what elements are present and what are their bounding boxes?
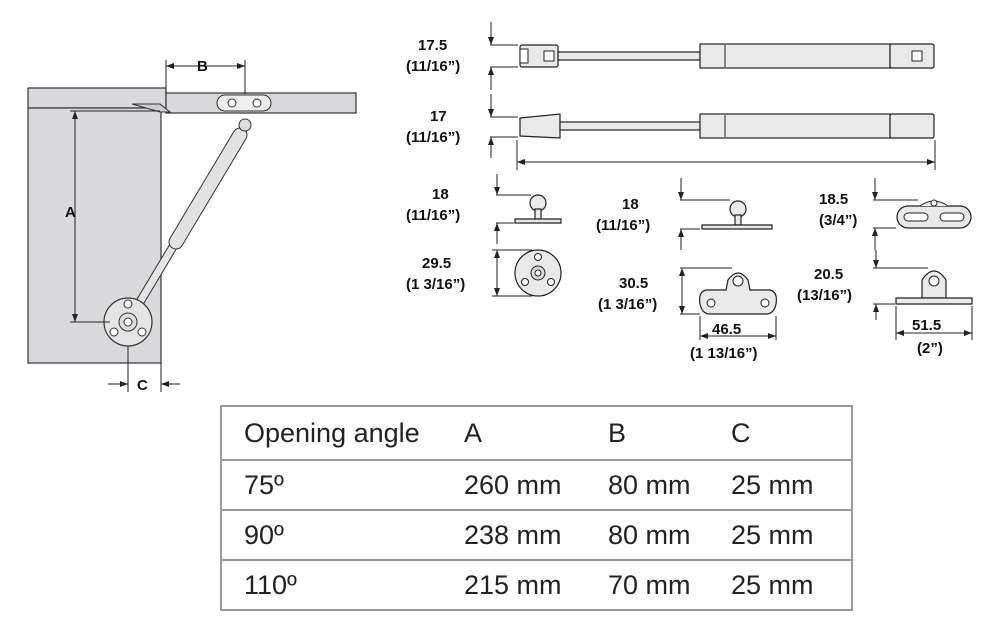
side-gas-strut: [123, 123, 249, 327]
bracket-slotted: 18.5 (3/4”) 20.5 (13/16”) 51.5 (2”): [797, 178, 973, 357]
flap-mounting-bracket: [216, 94, 272, 132]
gas-strut-long: 17.5 (11/16”): [406, 22, 935, 90]
ball-stud-round: 18 (11/16”) 29.5 (1 3/16”): [406, 174, 562, 297]
round-stud-diameter-mm: 29.5: [422, 255, 451, 272]
strut-short-end-mm: 17: [430, 108, 447, 125]
side-mounting-plate: [103, 297, 153, 347]
strut-long-end-mm: 17.5: [418, 37, 447, 54]
cell-c: 25 mm: [709, 509, 852, 560]
plate-stud-height-in: (11/16”): [596, 217, 650, 234]
cell-a: 215 mm: [442, 559, 586, 610]
dimension-b: B: [165, 58, 246, 94]
round-stud-diameter-in: (1 3/16”): [406, 276, 465, 293]
gas-strut-short: 17 (11/16”): [406, 94, 936, 170]
plate-stud-height2-mm: 30.5: [619, 275, 648, 292]
plate-stud-width-mm: 46.5: [712, 321, 741, 338]
opening-angle-table: Opening angle A B C 75º 260 mm 80 mm 25 …: [220, 405, 853, 611]
table-row: 90º 238 mm 80 mm 25 mm: [221, 509, 852, 560]
cell-angle: 110º: [221, 559, 442, 610]
slotted-height2-in: (13/16”): [797, 287, 852, 304]
round-stud-height-in: (11/16”): [406, 207, 460, 224]
dimension-a: A: [65, 110, 160, 323]
cell-a: 238 mm: [442, 509, 586, 560]
header-a: A: [464, 417, 483, 448]
slotted-height-in: (3/4”): [819, 212, 857, 229]
cabinet-side-view: A B C: [27, 58, 357, 394]
header-c: C: [731, 417, 751, 448]
cell-b: 80 mm: [586, 459, 709, 510]
cell-angle: 75º: [221, 459, 442, 510]
cell-c: 25 mm: [709, 559, 852, 610]
label-a: A: [65, 204, 76, 221]
cell-b: 80 mm: [586, 509, 709, 560]
slotted-width-mm: 51.5: [912, 317, 941, 334]
strut-short-end-in: (11/16”): [406, 129, 460, 146]
slotted-height-mm: 18.5: [819, 191, 848, 208]
slotted-height2-mm: 20.5: [814, 266, 843, 283]
label-b: B: [197, 58, 208, 75]
flap-hinge: [131, 103, 172, 113]
table-row: 110º 215 mm 70 mm 25 mm: [221, 559, 852, 610]
header-opening-angle: Opening angle: [244, 417, 420, 448]
dimension-c: C: [108, 346, 180, 394]
cell-angle: 90º: [221, 509, 442, 560]
ball-stud-plate: 18 (11/16”) 30.5 (1 3/16”) 46.5 (1 13/16…: [596, 178, 777, 362]
plate-stud-height-mm: 18: [622, 196, 639, 213]
cell-b: 70 mm: [586, 559, 709, 610]
table-header-row: Opening angle A B C: [221, 406, 852, 460]
slotted-width-in: (2”): [917, 340, 943, 357]
round-stud-height-mm: 18: [432, 186, 449, 203]
header-b: B: [608, 417, 627, 448]
plate-stud-width-in: (1 13/16”): [690, 345, 758, 362]
label-c: C: [137, 377, 148, 394]
cell-c: 25 mm: [709, 459, 852, 510]
plate-stud-height2-in: (1 3/16”): [598, 296, 657, 313]
cell-a: 260 mm: [442, 459, 586, 510]
table-row: 75º 260 mm 80 mm 25 mm: [221, 459, 852, 510]
technical-drawing: A B C 17.5: [27, 22, 973, 394]
strut-long-end-in: (11/16”): [406, 58, 460, 75]
